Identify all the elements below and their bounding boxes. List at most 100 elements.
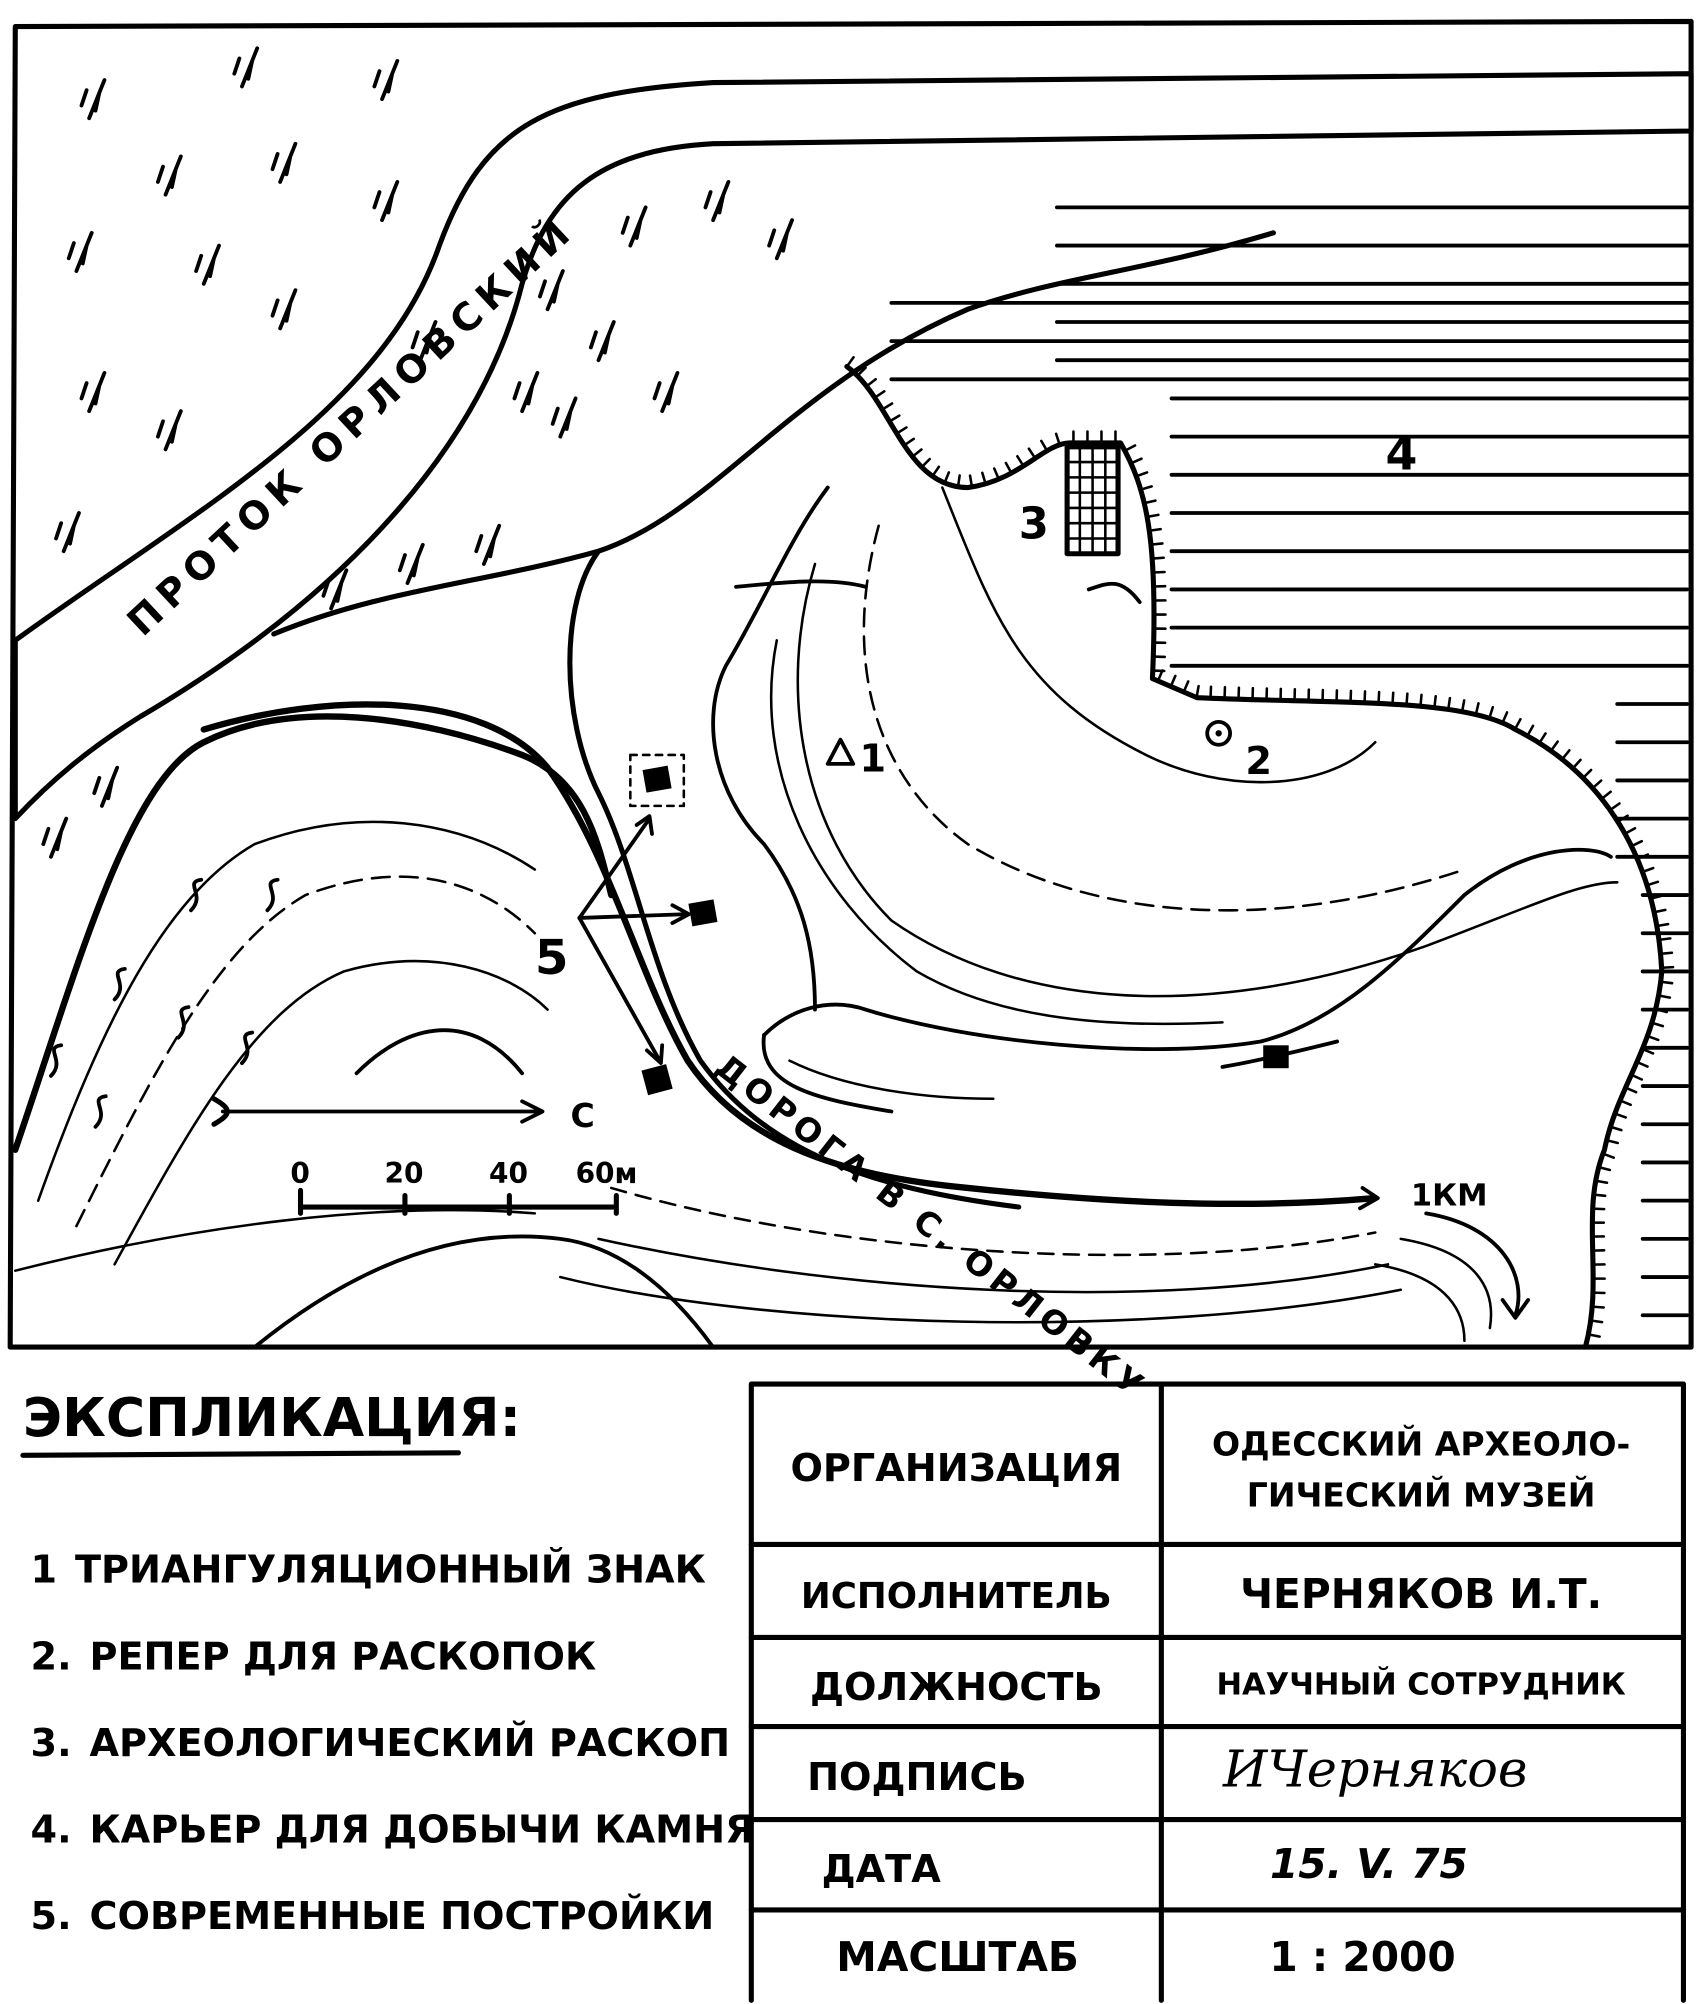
road	[200, 230, 1530, 1342]
escarpment-tick	[1601, 1152, 1615, 1159]
escarpment-tick	[1591, 779, 1603, 790]
marker-4-label: 4	[1385, 427, 1417, 481]
marsh-symbols	[41, 46, 794, 1129]
legend-item: 2. РЕПЕР ДЛЯ РАСКОПОК	[31, 1635, 597, 1679]
scrub-symbol	[112, 966, 127, 1002]
escarpment-tick	[1148, 527, 1162, 532]
escarpment-tick	[1139, 485, 1153, 491]
excavation-grid	[1064, 444, 1121, 557]
river-channel	[12, 71, 1694, 822]
escarpment-tick	[1618, 1099, 1632, 1107]
plateau-contours	[769, 486, 1619, 1101]
escarpment-tick	[1054, 432, 1061, 447]
scrub-symbol	[189, 877, 204, 913]
legend-title: ЭКСПЛИКАЦИЯ:	[23, 1386, 521, 1449]
marsh-symbol	[588, 320, 616, 363]
escarpment-tick	[1597, 1165, 1612, 1172]
escarpment-tick	[1419, 693, 1423, 708]
marsh-symbol	[155, 154, 183, 197]
escarpment-tick	[1587, 1333, 1601, 1338]
legend-item-number: 5.	[31, 1895, 72, 1939]
escarpment-tick	[1635, 1060, 1649, 1068]
north-label: С	[570, 1096, 594, 1135]
escarpment-tick	[1145, 513, 1160, 519]
escarpment-tick	[1040, 439, 1049, 453]
position-label: ДОЛЖНОСТЬ	[810, 1666, 1103, 1710]
escarpment-tick	[1549, 740, 1559, 753]
escarpment-tick	[1650, 1021, 1665, 1028]
escarpment-tick	[1150, 556, 1165, 560]
escarpment-tick	[1624, 1086, 1638, 1094]
executor-value: ЧЕРНЯКОВ И.Т.	[1240, 1570, 1602, 1618]
signature: ИЧерняков	[1222, 1740, 1527, 1799]
legend-item-number: 3.	[31, 1722, 72, 1766]
marsh-symbol	[372, 180, 400, 223]
marker-2-label: 2	[1245, 740, 1272, 784]
org-value-line1: ОДЕССКИЙ АРХЕОЛО-	[1212, 1423, 1630, 1463]
escarpment-tick	[1581, 768, 1593, 780]
escarpment-tick	[1391, 691, 1395, 706]
marsh-symbol	[92, 765, 120, 808]
scale-tick-20: 20	[385, 1157, 424, 1190]
legend-item-text: СОВРЕМЕННЫЕ ПОСТРОЙКИ	[89, 1892, 714, 1939]
marsh-symbol	[703, 180, 731, 223]
escarpment-tick	[1590, 1305, 1605, 1309]
escarpment-tick	[1513, 717, 1522, 731]
legend-item-number: 1	[31, 1549, 58, 1593]
escarpment-tick	[981, 471, 987, 486]
org-value-line2: ГИЧЕСКИЙ МУЗЕЙ	[1247, 1474, 1596, 1514]
escarpment-tick	[1591, 1207, 1606, 1211]
escarpment-tick	[895, 426, 908, 435]
marsh-symbol	[512, 371, 540, 414]
marsh-symbol	[397, 542, 425, 585]
legend-item-number: 2.	[31, 1635, 72, 1679]
escarpment-tick	[1641, 1047, 1655, 1055]
escarpment-tick	[1149, 542, 1164, 546]
escarpment-tick	[1594, 1179, 1609, 1185]
scale-tick-60: 60м	[576, 1157, 638, 1190]
marsh-symbol	[767, 218, 794, 261]
escarpment-tick	[1609, 1125, 1623, 1132]
map-frame	[7, 18, 1694, 1350]
escarpment-tick	[1169, 674, 1177, 688]
escarpment-tick	[1405, 692, 1409, 707]
escarpment-tick	[1142, 499, 1157, 505]
signature-label: ПОДПИСЬ	[807, 1756, 1026, 1800]
escarpment-tick	[992, 467, 1001, 481]
marsh-symbol	[155, 409, 183, 452]
escarpment-tick	[1377, 690, 1381, 705]
escarpment-tick	[968, 474, 974, 489]
scale-value: 1 : 2000	[1269, 1933, 1455, 1981]
escarpment-tick	[1623, 826, 1637, 836]
scrub-symbol	[49, 1043, 64, 1078]
triangulation-mark: 1	[825, 738, 886, 782]
escarpment-tick	[1630, 839, 1644, 848]
escarpment-tick	[1654, 1007, 1669, 1014]
scrub-symbol	[265, 877, 280, 913]
marsh-symbol	[232, 46, 260, 89]
escarpment-tick	[1657, 994, 1672, 999]
scale-tick-40: 40	[489, 1157, 528, 1190]
escarpment-tick	[1608, 802, 1621, 812]
benchmark-mark: 2	[1205, 719, 1272, 784]
escarpment-tick	[943, 471, 951, 485]
marsh-symbol	[54, 511, 81, 554]
modern-buildings: 5	[535, 753, 1289, 1096]
escarpment-tick	[865, 378, 877, 388]
marsh-symbol	[372, 59, 400, 102]
escarpment-tick	[1501, 711, 1509, 725]
escarpment-tick	[1616, 814, 1629, 824]
legend-item-text: РЕПЕР ДЛЯ РАСКОПОК	[89, 1635, 596, 1679]
escarpment-tick	[1657, 937, 1672, 942]
marsh-symbol	[270, 141, 298, 184]
scale-tick-0: 0	[290, 1157, 309, 1190]
escarpment-tick	[1605, 1138, 1620, 1145]
marker-3-label: 3	[1019, 499, 1049, 549]
escarpment-tick	[1613, 1112, 1627, 1119]
escarpment-tick	[1123, 444, 1137, 453]
legend-item: 5. СОВРЕМЕННЫЕ ПОСТРОЙКИ	[31, 1892, 715, 1939]
marsh-symbol	[550, 396, 578, 439]
legend-item-text: АРХЕОЛОГИЧЕСКИЙ РАСКОП	[89, 1719, 730, 1766]
scale-bar: 0 20 40 60м	[290, 1157, 638, 1216]
escarpment-tick	[1560, 749, 1571, 761]
